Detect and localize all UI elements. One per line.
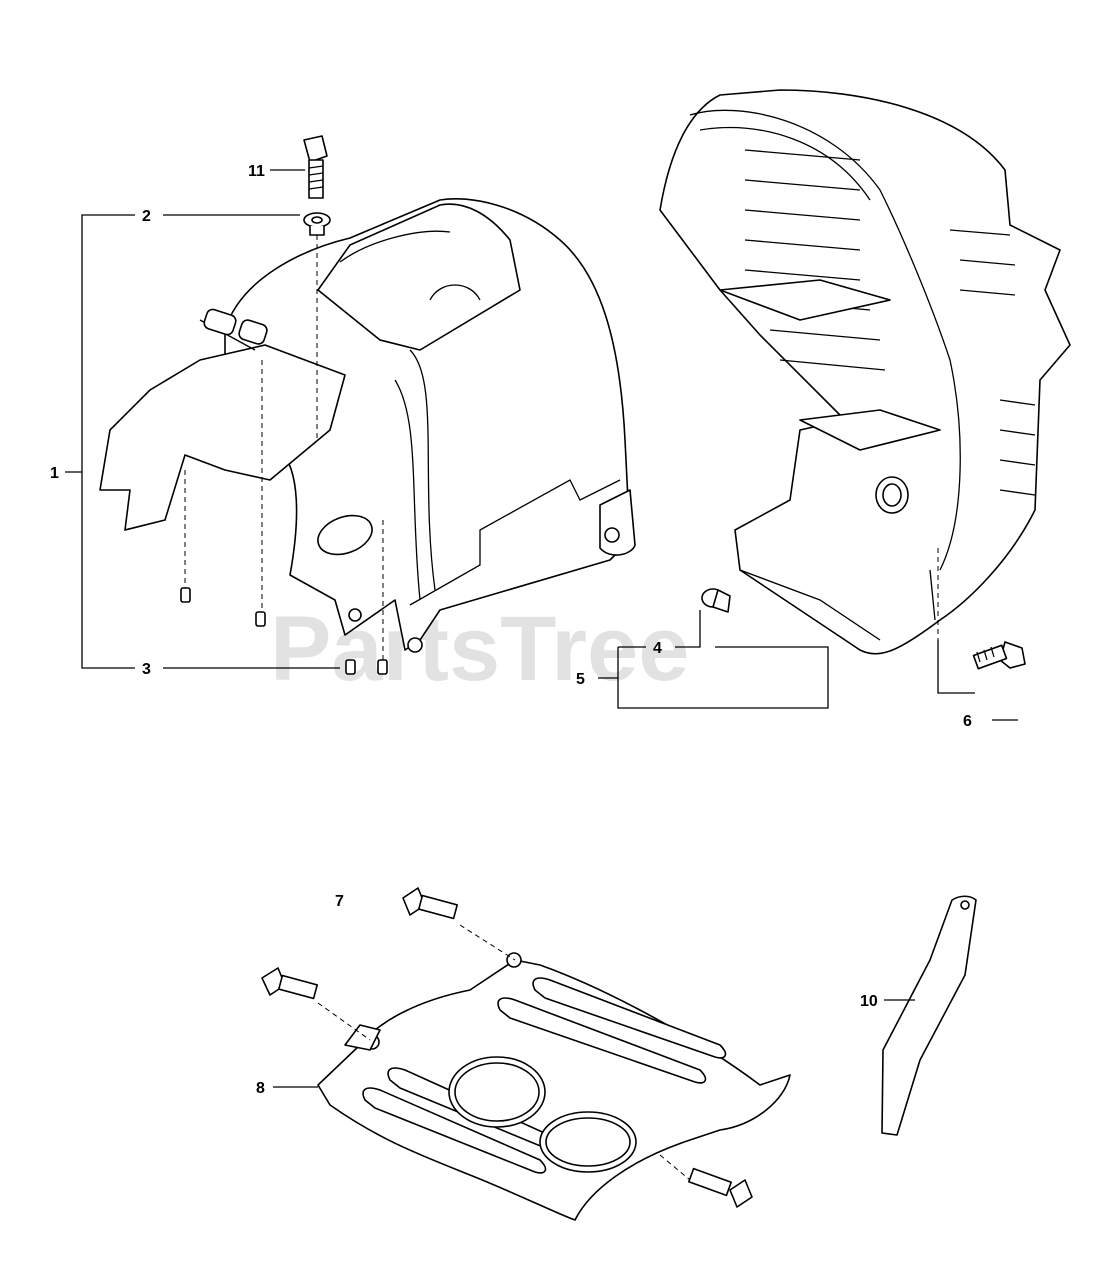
grommet-part-4 — [701, 588, 731, 613]
leader-line-4 — [675, 610, 701, 648]
cylinder-shroud-part — [659, 89, 1071, 655]
callout-10: 10 — [860, 993, 878, 1010]
leader-line-6 — [937, 640, 1018, 721]
callout-4: 4 — [653, 640, 662, 657]
screw-part-6 — [972, 641, 1026, 670]
callout-8: 8 — [256, 1080, 265, 1097]
top-cover-part — [99, 197, 636, 653]
callout-7: 7 — [335, 893, 344, 910]
screw-part-3 — [180, 587, 388, 675]
callout-1: 1 — [50, 465, 59, 482]
leader-line-5 — [598, 646, 829, 709]
strap-part-10 — [881, 895, 977, 1136]
callout-11: 11 — [248, 163, 265, 180]
assembly-line — [459, 924, 516, 961]
callout-2: 2 — [142, 208, 151, 225]
watermark-text: PartsTree — [270, 598, 689, 700]
leader-line-1 — [65, 214, 135, 669]
skid-plate-part-8 — [317, 952, 791, 1221]
callout-6: 6 — [963, 713, 972, 730]
callout-5: 5 — [576, 671, 585, 688]
assembly-line — [659, 1154, 691, 1181]
assembly-line — [317, 1002, 371, 1041]
callout-3: 3 — [142, 661, 151, 678]
bolt-part-7 — [261, 887, 753, 1208]
washer-part-2 — [303, 212, 331, 236]
bolt-part-11 — [303, 135, 328, 199]
